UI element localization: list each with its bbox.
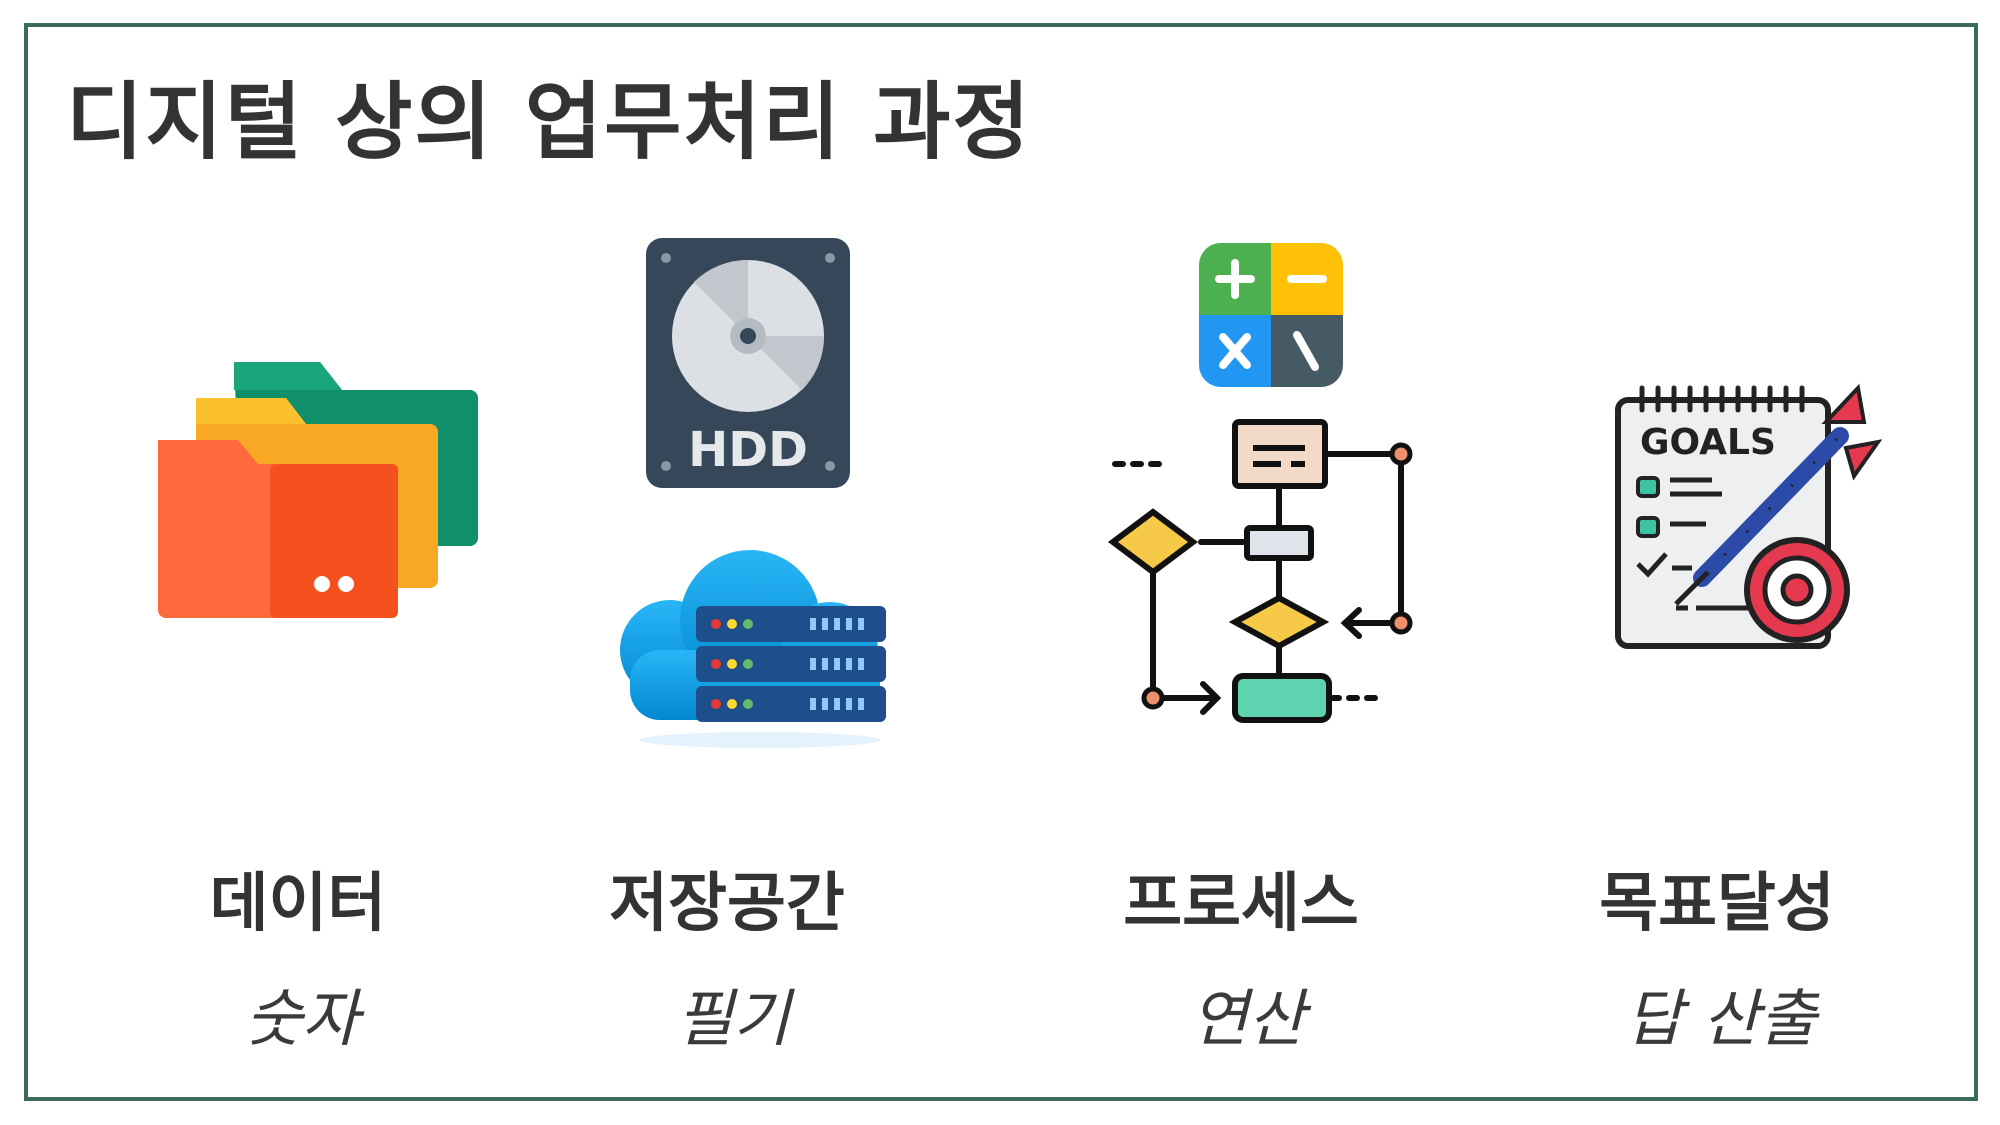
calculator-icon: [1199, 243, 1343, 387]
column-label-storage: 저장공간: [609, 867, 845, 941]
column-sub-storage: 필기: [675, 982, 791, 1055]
cloud-server-icon: [620, 550, 886, 748]
column-sub-goal: 답 산출: [1625, 982, 1817, 1055]
goals-dart-icon: GOALS: [1615, 383, 1882, 649]
column-sub-data: 숫자: [244, 982, 360, 1055]
column-label-process: 프로세스: [1123, 867, 1359, 941]
goals-label: GOALS: [1640, 422, 1776, 463]
column-sub-process: 연산: [1190, 982, 1306, 1055]
column-label-data: 데이터: [209, 867, 387, 941]
column-label-goal: 목표달성: [1599, 867, 1835, 941]
hdd-icon: HDD: [646, 238, 850, 488]
diagram-frame: [24, 23, 1978, 1101]
page-title: 디지털 상의 업무처리 과정: [66, 73, 1032, 171]
folders-icon: [158, 362, 478, 618]
hdd-label: HDD: [688, 422, 808, 478]
flowchart-icon: [1108, 419, 1413, 723]
